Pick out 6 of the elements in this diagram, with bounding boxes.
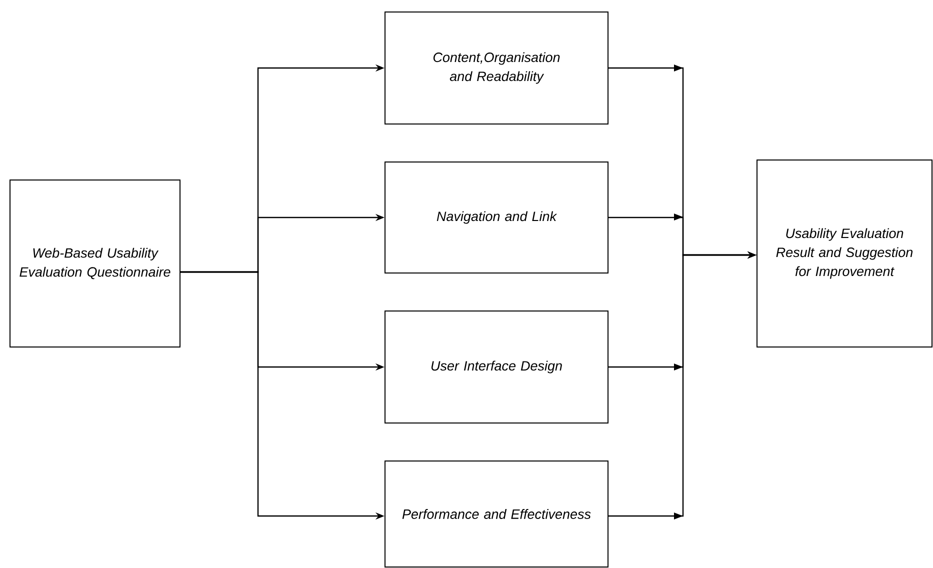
process-box: Navigation and Link (384, 162, 608, 274)
process-box: Performance and Effectiveness (384, 460, 608, 568)
process-box: Web-Based Usability Evaluation Questionnaire (10, 180, 180, 348)
process-box: Usability Evaluation Result and Suggestion for Improvement (756, 160, 933, 348)
process-box: Content,Organisation and Readability (384, 12, 608, 124)
process-box: User Interface Design (384, 310, 608, 424)
